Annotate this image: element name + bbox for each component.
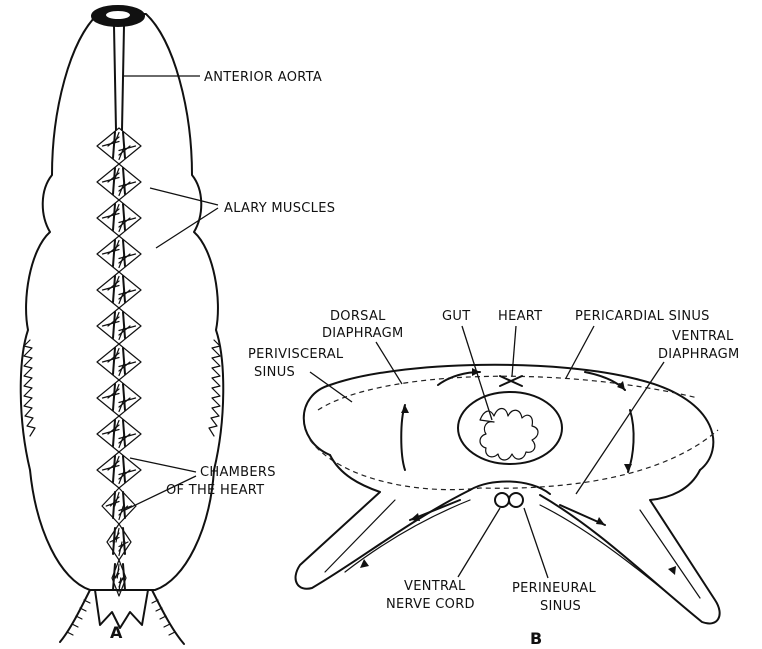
label-alary-muscles: ALARY MUSCLES	[224, 201, 335, 216]
label-ventral-nerve-line2: NERVE CORD	[386, 597, 475, 612]
anterior-aorta	[114, 26, 124, 130]
label-gut: GUT	[442, 309, 470, 324]
dorsal-diaphragm-leader	[376, 342, 402, 384]
label-ventral-diaphragm-line1: VENTRAL	[672, 329, 734, 344]
gut	[458, 392, 562, 464]
perivisceral-leader	[310, 372, 352, 402]
right-cercus	[152, 590, 184, 644]
panel-b-cross-section	[296, 365, 720, 624]
panel-b-letter: B	[530, 629, 543, 648]
panel-a-letter: A	[110, 623, 123, 642]
label-heart: HEART	[498, 309, 542, 324]
insect-right-serration	[209, 340, 220, 436]
heart-leader	[512, 326, 516, 376]
ventral-plate	[470, 481, 550, 494]
label-ventral-diaphragm-line2: DIAPHRAGM	[658, 347, 740, 362]
panel-a-insect	[21, 6, 224, 644]
label-chambers-line1: CHAMBERS	[200, 465, 276, 480]
label-perivisceral-line1: PERIVISCERAL	[248, 347, 344, 362]
ventral-nerve-cord	[495, 493, 509, 507]
left-leg-inner	[325, 500, 470, 572]
label-perineural-line2: SINUS	[540, 599, 581, 614]
label-ventral-nerve-line1: VENTRAL	[404, 579, 466, 594]
heart-chambers	[97, 128, 141, 596]
circulation-arrows	[360, 368, 676, 575]
label-perivisceral-line2: SINUS	[254, 365, 295, 380]
label-pericardial-sinus: PERICARDIAL SINUS	[575, 309, 710, 324]
label-dorsal-diaphragm-line1: DORSAL	[330, 309, 386, 324]
label-chambers-line2: OF THE HEART	[166, 483, 264, 498]
alary-muscles-leader	[150, 188, 218, 248]
label-anterior-aorta: ANTERIOR AORTA	[204, 70, 322, 85]
ventral-diaphragm-leader	[576, 362, 664, 494]
left-cercus	[60, 590, 90, 642]
label-perineural-line1: PERINEURAL	[512, 581, 596, 596]
left-leg	[296, 455, 470, 589]
heart	[500, 376, 522, 386]
insect-left-serration	[24, 340, 35, 436]
ventral-nerve-leader	[458, 508, 500, 577]
perineural-leader	[524, 508, 548, 578]
label-dorsal-diaphragm-line2: DIAPHRAGM	[322, 326, 404, 341]
